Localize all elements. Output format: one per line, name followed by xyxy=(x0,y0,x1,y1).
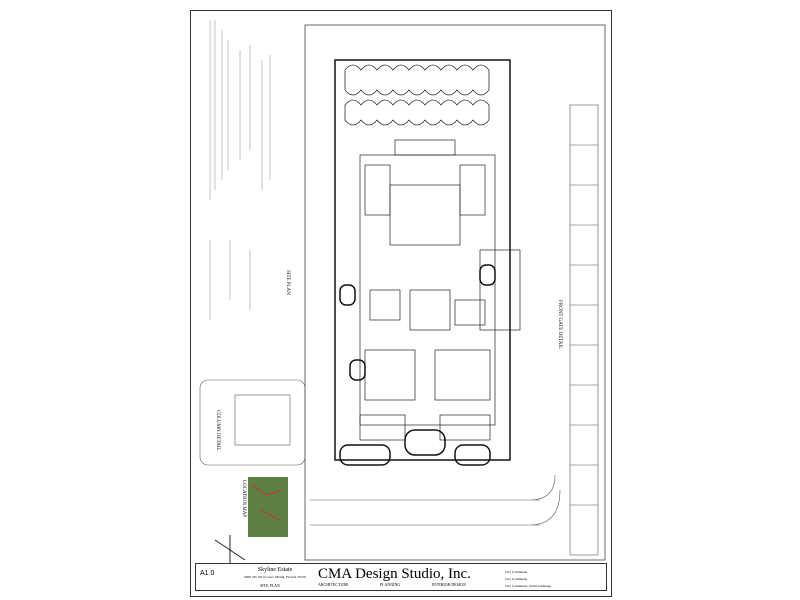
street xyxy=(310,474,561,526)
project-address: 9000 SW 83rd Court, Miami, Florida 33156 xyxy=(244,575,306,579)
sheet-title: SITE PLAN xyxy=(260,583,280,588)
drawing-sheet xyxy=(190,10,612,597)
front-gate-detail xyxy=(569,104,599,556)
revision-2: City Comments xyxy=(505,577,528,581)
title-block xyxy=(195,563,607,591)
sheet-number: A1.0 xyxy=(200,570,215,577)
label-location-map: LOCATION MAP xyxy=(241,480,246,518)
discipline: PLANNING xyxy=(379,582,401,587)
project-name: Skyline Estate xyxy=(257,567,293,573)
north-arrow-icon xyxy=(214,535,246,565)
firm-name: CMA Design Studio, Inc. xyxy=(318,566,471,582)
label-column-detail: COLUMN DETAIL xyxy=(215,410,220,451)
general-notes xyxy=(209,20,271,320)
label-front-gate: FRONT GATE DETAIL xyxy=(557,300,562,350)
planters xyxy=(339,264,496,466)
column-detail xyxy=(199,379,306,466)
discipline: INTERIOR DESIGN xyxy=(431,582,466,587)
property-boundary xyxy=(304,24,606,561)
firm-disciplines: ARCHITECTURE PLANNING INTERIOR DESIGN xyxy=(318,582,466,587)
discipline: ARCHITECTURE xyxy=(318,582,349,587)
hedge-rows xyxy=(344,64,490,126)
house-footprint xyxy=(359,139,521,441)
revision-3: City Comments, Storm Drainage xyxy=(505,584,552,588)
label-site-plan: SITE PLAN xyxy=(285,270,290,295)
revision-1: City Comments xyxy=(505,570,528,574)
setback-line xyxy=(334,59,511,461)
